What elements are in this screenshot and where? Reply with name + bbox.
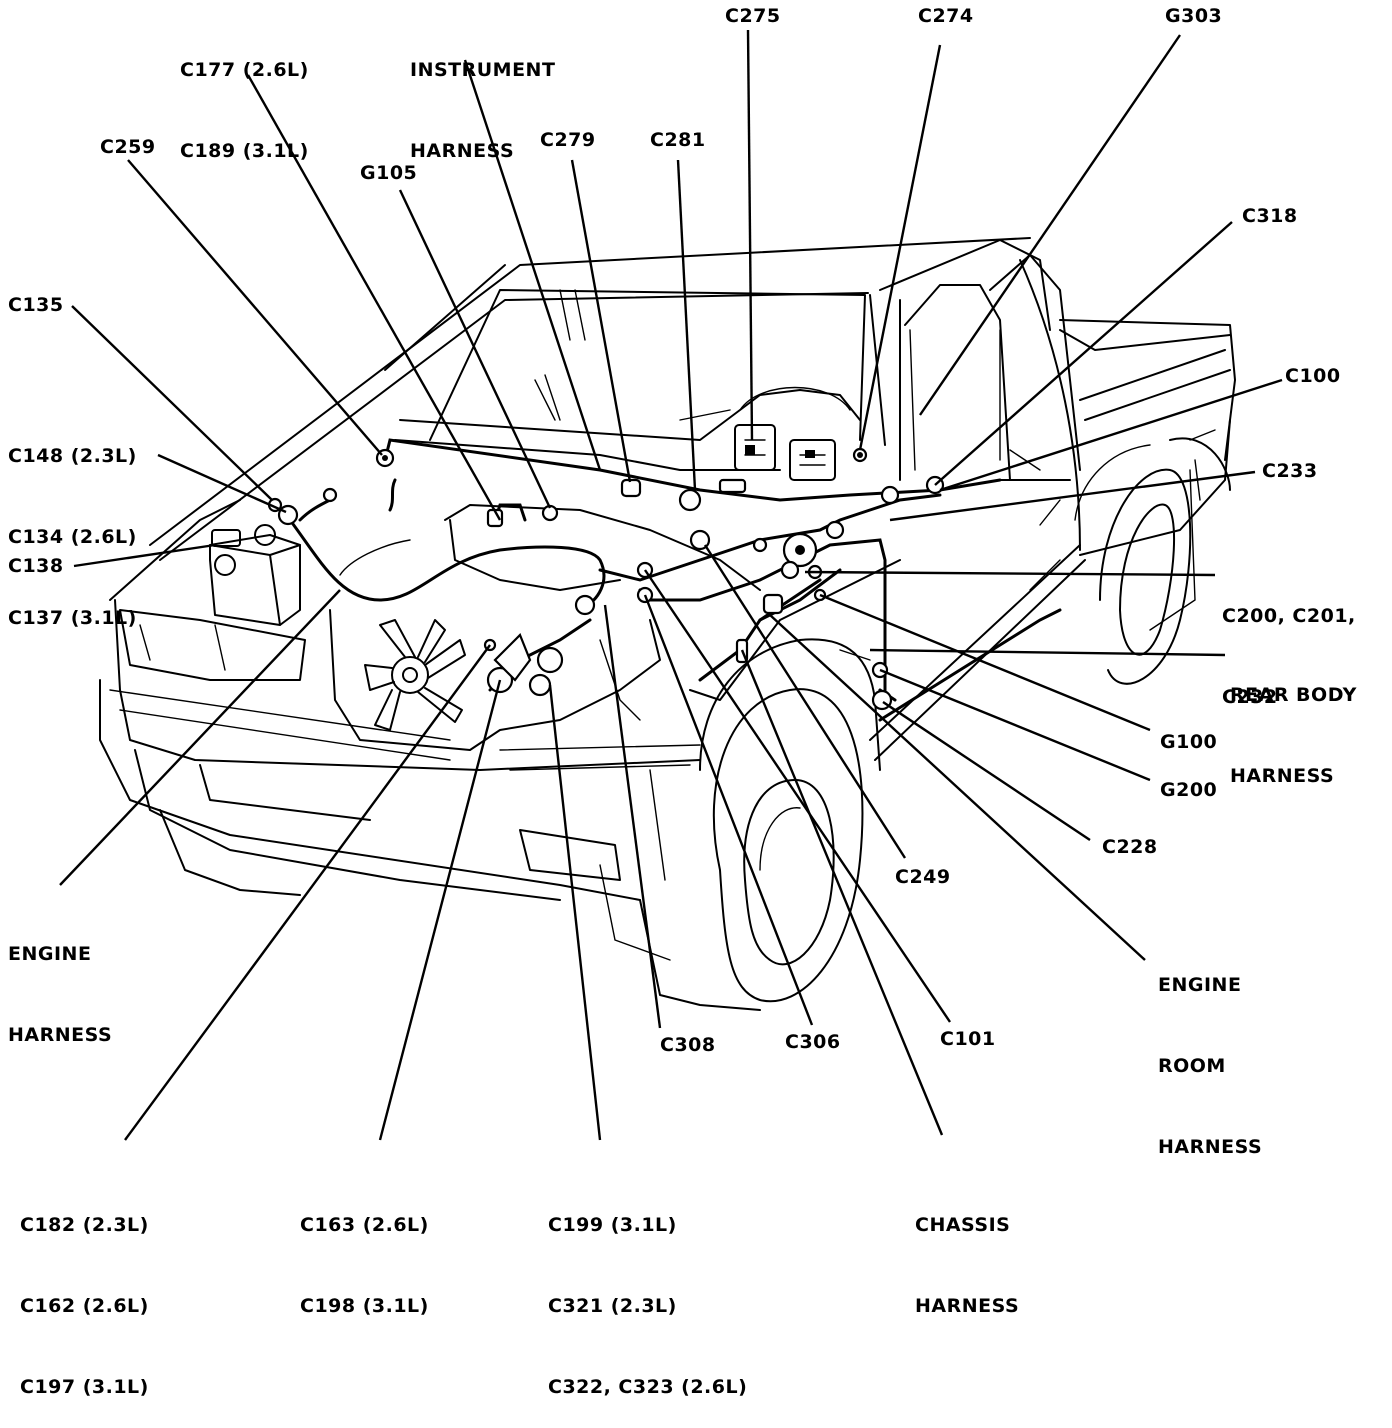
label-g303: G303: [1165, 5, 1223, 27]
leader-lines: [59, 29, 1283, 1141]
leader-c281: [676, 159, 697, 491]
label-chassis-harness: CHASSIS HARNESS: [915, 1214, 1020, 1317]
leader-c148: [157, 453, 287, 514]
label-c249: C249: [895, 866, 951, 888]
label-engine-harness: ENGINE HARNESS: [8, 943, 113, 1046]
radiator-fan: [364, 619, 466, 731]
leader-c308: [603, 604, 662, 1029]
leader-c199: [548, 684, 602, 1141]
leader-c279: [570, 159, 632, 483]
label-engine-room-harness: ENGINE ROOM HARNESS: [1158, 974, 1263, 1158]
leader-c259: [127, 159, 383, 456]
leader-g100: [819, 593, 1151, 732]
leader-c318: [934, 221, 1233, 486]
harness-wires: [288, 438, 1062, 722]
label-instrument-harness: INSTRUMENT HARNESS: [410, 59, 556, 162]
label-c148-c134-c137: C148 (2.3L) C134 (2.6L) C137 (3.1L): [8, 445, 137, 629]
leader-c163: [378, 679, 502, 1141]
label-c233: C233: [1262, 460, 1318, 482]
leader-c135: [71, 305, 273, 501]
label-c163-c198: C163 (2.6L) C198 (3.1L): [300, 1214, 429, 1317]
leader-c100: [939, 378, 1283, 492]
label-c199-c321-c322: C199 (3.1L) C321 (2.3L) C322, C323 (2.6L…: [548, 1214, 748, 1398]
leader-g200: [879, 668, 1151, 782]
leader-c182: [124, 644, 491, 1141]
label-c308: C308: [660, 1034, 716, 1056]
label-c318: C318: [1242, 205, 1298, 227]
label-c275: C275: [725, 5, 781, 27]
leader-g105: [398, 189, 552, 509]
leader-c274: [858, 44, 942, 451]
instrument-cluster: [734, 424, 836, 481]
label-c306: C306: [785, 1031, 841, 1053]
leader-rear-body-harness: [869, 648, 1226, 657]
leader-c233: [889, 470, 1256, 522]
wiring-diagram: [59, 29, 1283, 1141]
leader-instrument-harness: [463, 59, 602, 471]
label-c182-c162-c197: C182 (2.3L) C162 (2.6L) C197 (3.1L): [20, 1214, 149, 1398]
leader-c275: [746, 29, 754, 441]
label-c200-c201-c232: C200, C201, C232: [1222, 605, 1356, 708]
leader-c138: [73, 543, 216, 568]
label-c259: C259: [100, 136, 156, 158]
leader-g303: [919, 34, 1181, 416]
label-g105: G105: [360, 162, 418, 184]
connectors: [267, 447, 945, 711]
label-c228: C228: [1102, 836, 1158, 858]
label-c279: C279: [540, 129, 596, 151]
leader-c228: [882, 701, 1091, 841]
leader-c249: [703, 544, 907, 859]
label-c281: C281: [650, 129, 706, 151]
label-g100: G100: [1160, 731, 1218, 753]
label-g200: G200: [1160, 779, 1218, 801]
label-c135: C135: [8, 294, 64, 316]
label-c100: C100: [1285, 365, 1341, 387]
leader-chassis-harness: [740, 649, 944, 1136]
leader-c101: [644, 569, 951, 1023]
leader-c177: [246, 74, 502, 521]
leader-engine-harness: [59, 589, 341, 886]
label-c177-c189: C177 (2.6L) C189 (3.1L): [180, 59, 309, 162]
label-c101: C101: [940, 1028, 996, 1050]
label-c274: C274: [918, 5, 974, 27]
label-c138: C138: [8, 555, 64, 577]
leader-c200: [804, 570, 1216, 577]
leader-c306: [643, 594, 814, 1026]
battery: [209, 524, 301, 626]
leader-engine-room-harness: [769, 614, 1146, 961]
label-rear-body-harness: REAR BODY HARNESS: [1230, 684, 1357, 787]
truck-illustration: [99, 237, 1236, 1011]
